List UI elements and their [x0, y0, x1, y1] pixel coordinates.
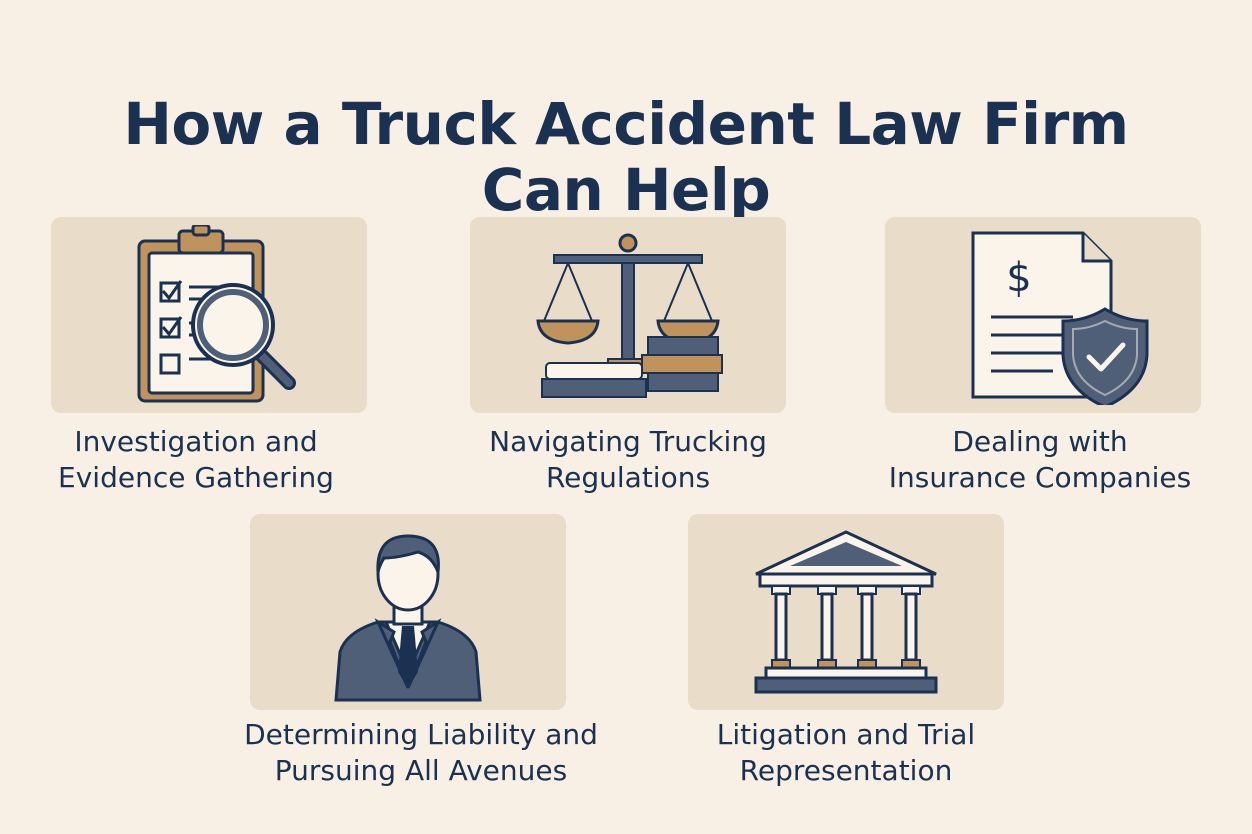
- insurance-card: $: [885, 217, 1201, 413]
- scales-of-justice-icon: [536, 233, 723, 398]
- investigation-label: Investigation and Evidence Gathering: [58, 425, 334, 494]
- insurance-document-shield-icon: $: [971, 231, 1149, 405]
- clipboard-magnifier-icon: [137, 225, 296, 403]
- courthouse-icon: [754, 530, 938, 694]
- investigation-card: [51, 217, 367, 413]
- liability-card: [250, 514, 566, 710]
- lawyer-icon: [334, 534, 482, 702]
- litigation-card: [688, 514, 1004, 710]
- page-title: How a Truck Accident Law Firm Can Help: [0, 91, 1252, 223]
- regulations-label: Navigating Trucking Regulations: [489, 425, 767, 494]
- title-line-1: How a Truck Accident Law Firm: [123, 89, 1129, 158]
- litigation-label: Litigation and Trial Representation: [716, 718, 976, 787]
- dollar-sign-icon: $: [1006, 255, 1031, 301]
- liability-label: Determining Liability and Pursuing All A…: [244, 718, 598, 787]
- regulations-card: [470, 217, 786, 413]
- insurance-label: Dealing with Insurance Companies: [888, 425, 1192, 494]
- title-line-2: Can Help: [481, 155, 771, 224]
